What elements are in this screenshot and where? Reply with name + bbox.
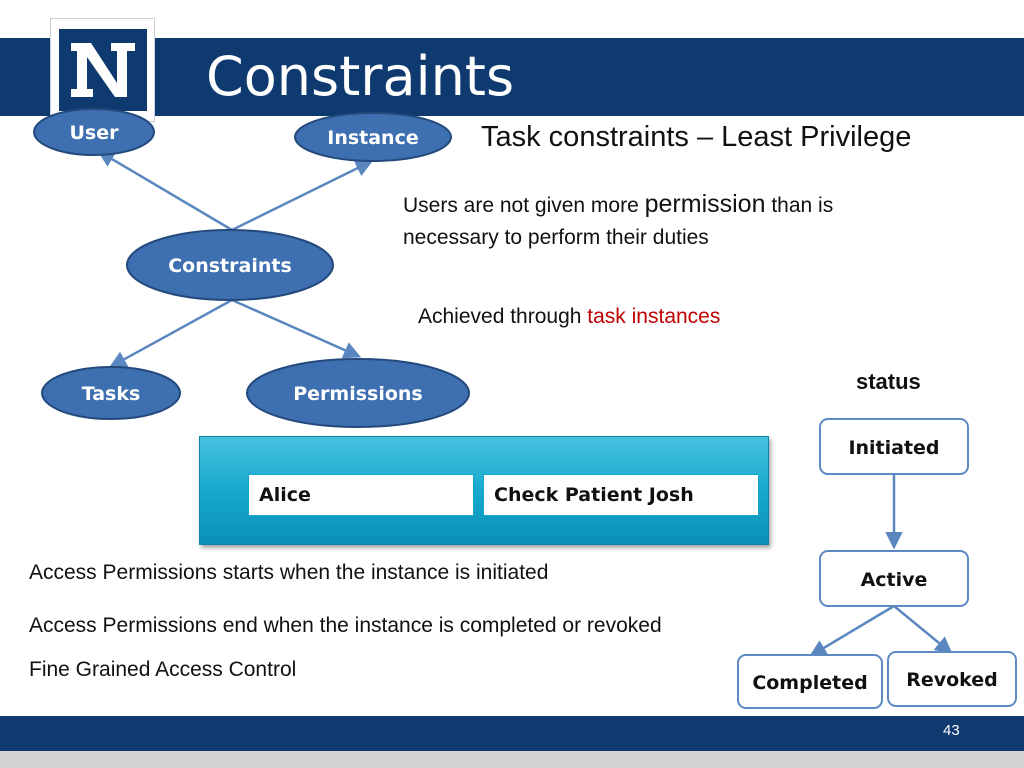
instance-user-cell: Alice bbox=[248, 474, 474, 516]
task-instances-highlight: task instances bbox=[587, 305, 721, 328]
instance-task-cell: Check Patient Josh bbox=[483, 474, 759, 516]
node-user: User bbox=[33, 108, 155, 156]
status-completed-label: Completed bbox=[752, 672, 867, 694]
status-completed: Completed bbox=[737, 654, 883, 709]
least-privilege-line-1: Users are not given more permission than… bbox=[403, 190, 833, 219]
permission-word: permission bbox=[644, 190, 766, 218]
permissions-end-text: Access Permissions end when the instance… bbox=[29, 614, 662, 637]
node-tasks: Tasks bbox=[41, 366, 181, 420]
achieved-through-line: Achieved through task instances bbox=[418, 305, 720, 329]
arrow-to-user bbox=[96, 150, 233, 232]
university-logo bbox=[50, 18, 155, 122]
logo-emblem bbox=[59, 29, 147, 111]
slide-subtitle: Task constraints – Least Privilege bbox=[481, 121, 912, 153]
page-number: 43 bbox=[943, 722, 960, 739]
node-instance: Instance bbox=[294, 112, 452, 162]
arrow-active-to-revoked bbox=[893, 605, 953, 655]
node-user-label: User bbox=[70, 122, 120, 144]
node-permissions: Permissions bbox=[246, 358, 470, 428]
permissions-start-text: Access Permissions starts when the insta… bbox=[29, 561, 549, 584]
title-bar bbox=[0, 38, 1024, 116]
least-privilege-line-2: necessary to perform their duties bbox=[403, 226, 709, 249]
status-revoked-label: Revoked bbox=[906, 669, 998, 691]
status-active: Active bbox=[819, 550, 969, 607]
arrow-to-instance bbox=[231, 160, 374, 232]
node-tasks-label: Tasks bbox=[82, 383, 141, 405]
footer-bar bbox=[0, 716, 1024, 751]
arrow-to-permissions bbox=[231, 298, 362, 359]
status-active-label: Active bbox=[861, 569, 928, 591]
least-privilege-text-b: than is bbox=[765, 194, 834, 217]
node-constraints: Constraints bbox=[126, 229, 334, 301]
logo-n-icon bbox=[71, 43, 135, 97]
achieved-text: Achieved through bbox=[418, 305, 588, 328]
slide-title: Constraints bbox=[206, 45, 515, 108]
status-initiated-label: Initiated bbox=[848, 437, 939, 459]
arrow-active-to-completed bbox=[808, 604, 895, 657]
status-revoked: Revoked bbox=[887, 651, 1017, 707]
arrow-to-tasks bbox=[108, 298, 233, 368]
fine-grained-text: Fine Grained Access Control bbox=[29, 658, 297, 681]
status-initiated: Initiated bbox=[819, 418, 969, 475]
node-constraints-label: Constraints bbox=[168, 255, 292, 277]
status-heading: status bbox=[856, 369, 921, 394]
least-privilege-text-a: Users are not given more bbox=[403, 194, 645, 217]
node-instance-label: Instance bbox=[327, 127, 418, 149]
node-permissions-label: Permissions bbox=[293, 383, 423, 405]
footer-stripe bbox=[0, 751, 1024, 768]
